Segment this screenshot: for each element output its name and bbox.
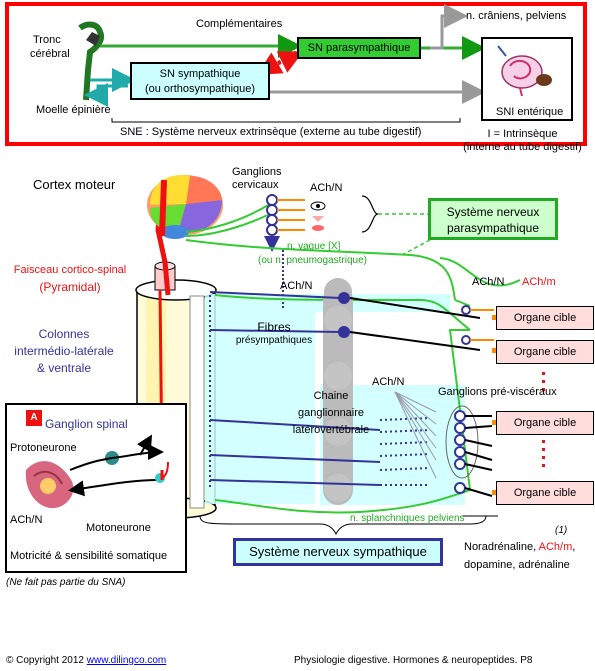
inset-badge: A: [26, 410, 42, 426]
chaine-line2: ganglionnaire: [297, 407, 365, 419]
footer-copyright-text: © Copyright 2012: [6, 655, 87, 666]
face-drawing: [310, 201, 326, 231]
organe-cible-4: Organe cible: [496, 481, 594, 505]
ach-label-parasym: ACh/N: [472, 276, 505, 288]
ach-label-cervical: ACh/N: [310, 182, 343, 194]
systeme-sympathique-label: Système nerveux sympathique: [249, 544, 427, 559]
sn-parasympathique-label: SN parasympathique: [307, 42, 411, 54]
intrinseque-line1: I = Intrinsèque: [487, 128, 558, 140]
fibres-label: Fibres présympathiques: [224, 320, 324, 348]
sn-sympathique-line1: SN sympathique: [159, 68, 241, 80]
tronc-label: Tronc: [33, 34, 61, 47]
ganglions-previsceraux-label: Ganglions pré-viscéraux: [438, 386, 557, 398]
neuro-ach-m: ACh/m: [538, 541, 573, 553]
sni-enterique-label: SNI entérique: [496, 106, 564, 118]
motoneurone-label: Motoneurone: [86, 522, 151, 534]
organe-cible-1-label: Organe cible: [513, 312, 577, 324]
fibres-line2: présympathiques: [235, 335, 313, 346]
footer-copyright: © Copyright 2012 www.dilingco.com: [6, 654, 166, 667]
ach-label-previsceral: ACh/N: [372, 376, 405, 388]
sn-parasympathique-box: SN parasympathique: [297, 37, 421, 59]
note-1-label: (1): [555, 525, 568, 536]
neuro-noradrenaline: Noradrénaline,: [464, 541, 539, 553]
protoneurone-label: Protoneurone: [10, 442, 77, 454]
ganglions-cervicaux-line2: cervicaux: [232, 179, 279, 191]
neuro-line2: dopamine, adrénaline: [464, 559, 570, 571]
enteric-gut-drawing: [497, 45, 552, 97]
intrinseque-label: I = Intrinsèque (interne au tube digesti…: [455, 128, 590, 154]
neuro-comma: ,: [572, 541, 576, 553]
organe-cible-2: Organe cible: [496, 340, 594, 364]
tronc-line1: Tronc: [33, 34, 61, 46]
cervical-ganglia: [266, 194, 305, 236]
faisceau-line1: Faisceau cortico-spinal: [13, 264, 127, 276]
fibres-line1: Fibres: [257, 320, 291, 334]
systeme-sympathique-box: Système nerveux sympathique: [233, 538, 443, 566]
organe-cible-1: Organe cible: [496, 306, 594, 330]
inset-muscle-drawing: [25, 461, 74, 509]
n-vague-label: n. vague [X]: [287, 241, 341, 252]
inset-badge-label: A: [30, 412, 38, 423]
brainstem-dark: [86, 32, 100, 46]
chaine-line1: Chaine: [313, 390, 349, 402]
ach-label-chain: ACh/N: [280, 280, 313, 292]
intrinseque-line2: (interne au tube digestif): [463, 141, 582, 153]
sne-label: SNE : Système nerveux extrinsèque (exter…: [120, 126, 422, 138]
splanchniques-label: n. splanchniques pelviens: [350, 513, 465, 524]
ganglions-cervicaux-line1: Ganglions: [232, 166, 282, 178]
ganglion-spinal-label: Ganglion spinal: [45, 417, 128, 431]
sn-sympathique-line2: (ou orthosympathique): [144, 83, 256, 95]
systeme-parasympathique-line2: parasympathique: [446, 221, 540, 235]
complementaires-label: Complémentaires: [196, 18, 283, 30]
organe-cible-3: Organe cible: [496, 411, 594, 435]
systeme-parasympathique-box: Système nerveux parasympathique: [428, 198, 558, 240]
organe-cible-4-label: Organe cible: [513, 487, 577, 499]
motricite-label: Motricité & sensibilité somatique: [10, 550, 168, 562]
footer-right: Physiologie digestive. Hormones & neurop…: [294, 655, 533, 666]
organe-cible-2-label: Organe cible: [513, 346, 577, 358]
ganglions-cervicaux-label: Ganglions cervicaux: [232, 166, 282, 192]
n-craniens-label: n. crâniens, pelviens: [466, 10, 567, 22]
inset-note: (Ne fait pas partie du SNA): [6, 577, 126, 588]
brainstem-shape: [78, 21, 104, 101]
faisceau-line2: (Pyramidal): [39, 280, 101, 294]
presympathetic-area: [205, 294, 315, 504]
systeme-parasympathique-line1: Système nerveux: [446, 205, 540, 219]
organe-cible-3-label: Organe cible: [513, 417, 577, 429]
colonnes-line1: Colonnes: [38, 327, 90, 341]
moelle-label: Moelle épinière: [36, 104, 111, 116]
ach-m-label: ACh/m: [522, 276, 556, 288]
sympathetic-chain: [323, 278, 353, 505]
brain-drawing: [147, 175, 223, 239]
neurotransmitters-label: Noradrénaline, ACh/m, dopamine, adrénali…: [464, 538, 575, 574]
colonnes-line2: intermédio-latérale: [14, 344, 114, 358]
footer-link[interactable]: www.dilingco.com: [86, 655, 167, 666]
sn-sympathique-box: SN sympathique (ou orthosympathique): [130, 62, 270, 100]
neuro-line1: Noradrénaline, ACh/m,: [464, 538, 575, 556]
chaine-line3: latérovertébrale: [292, 424, 370, 436]
cerebral-label: cérébral: [30, 48, 70, 60]
colonnes-line3: & ventrale: [36, 361, 92, 375]
faisceau-label: Faisceau cortico-spinal (Pyramidal): [0, 262, 140, 296]
inset-ach-label: ACh/N: [10, 514, 43, 526]
colonnes-label: Colonnes intermédio-latérale & ventrale: [4, 326, 124, 377]
pneumogastrique-label: (ou n. pneumogastrique): [258, 255, 367, 266]
chaine-label: Chaine ganglionnaire latérovertébrale: [266, 388, 396, 439]
cortex-moteur-label: Cortex moteur: [33, 177, 116, 192]
